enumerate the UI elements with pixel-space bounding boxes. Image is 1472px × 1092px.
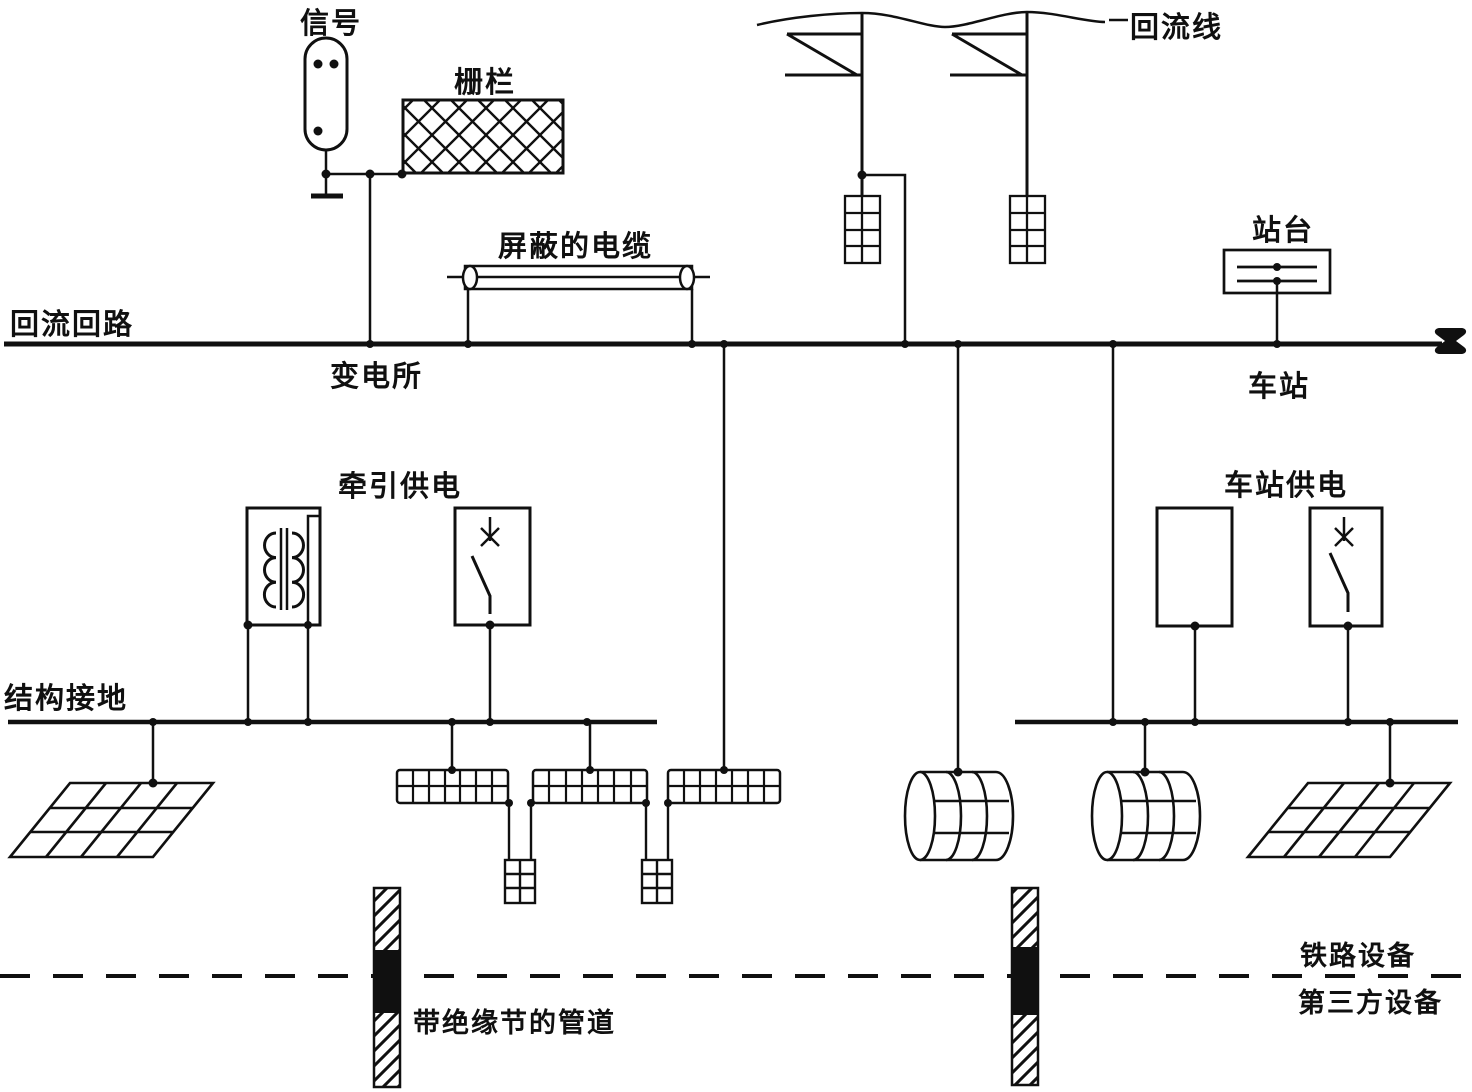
- return-line-wire: [756, 10, 1128, 29]
- label-structural-grounding: 结构接地: [4, 682, 128, 715]
- pile-2-icon: [640, 803, 674, 905]
- mast-1-bus-connector: [862, 173, 907, 344]
- label-substation: 变电所: [330, 359, 423, 393]
- signal-fence-connector: [326, 172, 403, 344]
- mast-2-foundation-icon: [1008, 194, 1047, 265]
- pile-1-icon: [503, 803, 537, 905]
- bus-end-terminal-icon: [1434, 328, 1467, 354]
- platform-icon: [1222, 248, 1332, 344]
- station-supply-box-icon: [1155, 506, 1234, 722]
- shielded-cable-icon: [447, 264, 710, 344]
- ground-mat-right-icon: [1245, 722, 1453, 859]
- catenary-mast-1-icon: [785, 13, 864, 196]
- label-pipe-with-insulating-joint: 带绝缘节的管道: [413, 1007, 616, 1038]
- transformer-box-icon: [245, 506, 322, 627]
- label-shielded-cable: 屏蔽的电缆: [498, 229, 653, 263]
- label-traction-power-supply: 牵引供电: [338, 470, 462, 503]
- ground-mat-left-icon: [7, 722, 216, 859]
- label-platform: 站台: [1252, 213, 1314, 247]
- traction-breaker-box-icon: [453, 506, 532, 722]
- label-railway-equipment: 铁路设备: [1300, 940, 1416, 971]
- insulated-pipe-2-icon: [1010, 886, 1040, 1087]
- cylinder-segment-2-icon: [1090, 722, 1202, 862]
- fence-icon: [401, 98, 565, 175]
- label-station: 车站: [1248, 369, 1310, 403]
- catenary-mast-2-icon: [950, 12, 1029, 196]
- footing-grid-block-2: [531, 722, 649, 805]
- label-fence: 栅栏: [454, 66, 516, 99]
- signal-device-icon: [303, 36, 349, 174]
- label-third-party-equipment: 第三方设备: [1298, 987, 1443, 1018]
- footing-grid-block-3: [666, 768, 782, 805]
- transformer-ground-drops: [246, 625, 310, 722]
- junction-dots: [148, 169, 1395, 807]
- mast-1-foundation-icon: [843, 194, 882, 265]
- label-signal: 信号: [300, 7, 362, 40]
- station-breaker-box-icon: [1308, 506, 1384, 722]
- label-return-circuit: 回流回路: [10, 308, 134, 341]
- label-return-line: 回流线: [1130, 11, 1223, 44]
- footing-grid-block-1: [395, 722, 510, 805]
- bus-vertical-connectors: [722, 344, 1115, 772]
- cylinder-segment-1-icon: [903, 770, 1015, 862]
- insulated-pipe-1-icon: [372, 886, 402, 1089]
- label-station-power-supply: 车站供电: [1224, 468, 1348, 502]
